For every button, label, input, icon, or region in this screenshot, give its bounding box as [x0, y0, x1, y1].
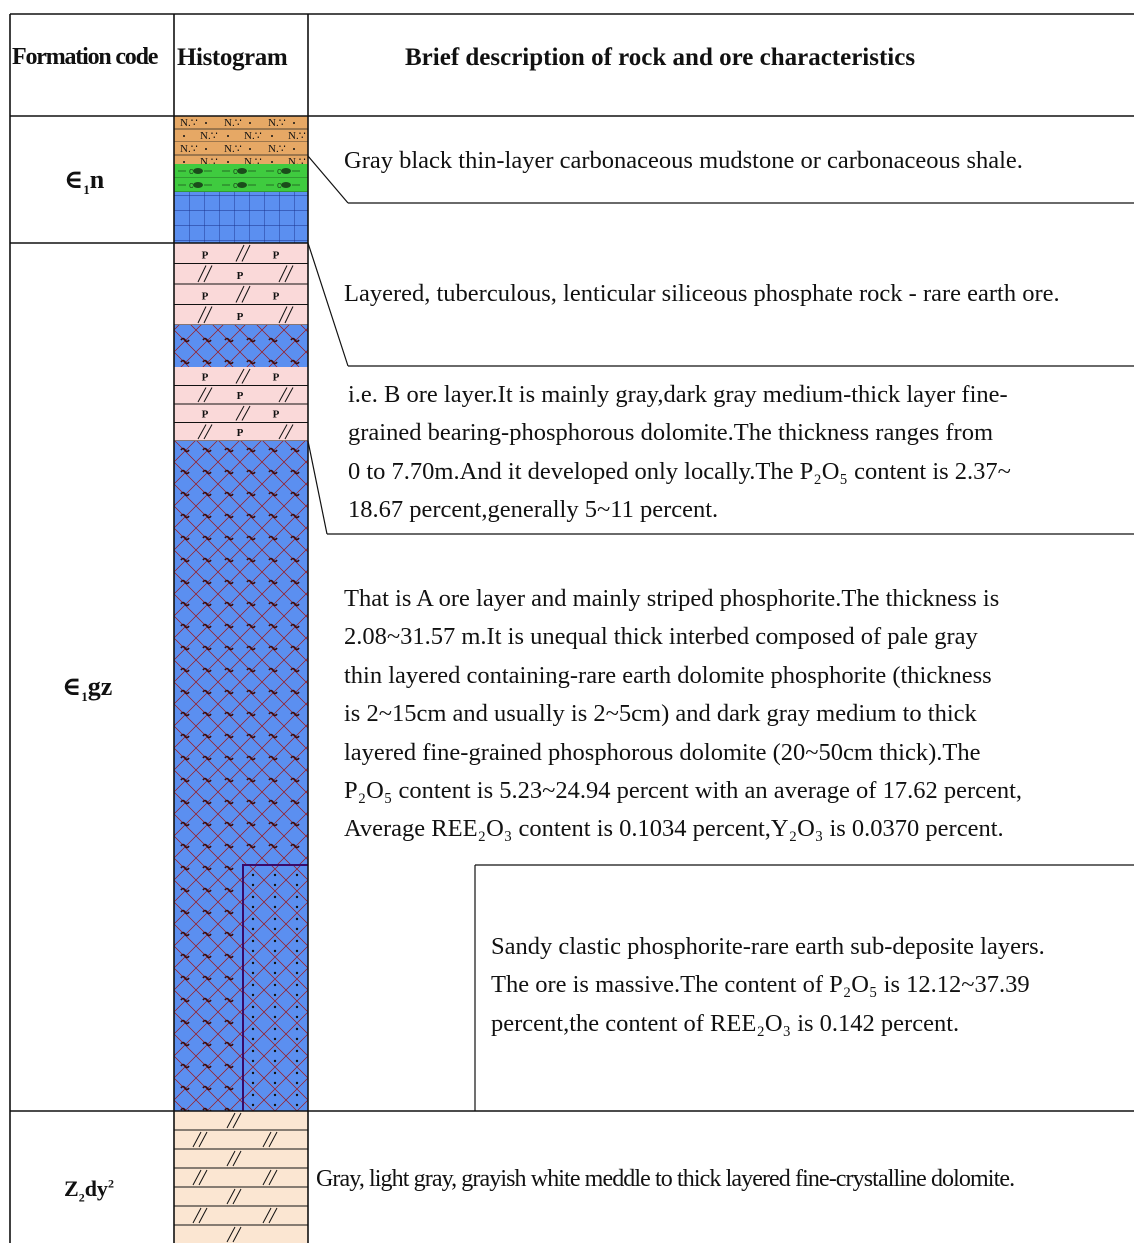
text-line: 2.08~31.57 m.It is unequal thick interbe… — [344, 623, 978, 651]
phosphate-symbol: P — [237, 270, 244, 282]
phosphate-rock-layer-upper: P P P P P P — [174, 243, 308, 326]
dolomite-layer — [174, 325, 308, 367]
formation-code-gezhongwu: ∈1gz — [62, 672, 113, 705]
text-line: is 2~15cm and usually is 2~5cm) and dark… — [344, 700, 977, 728]
header-histogram: Histogram — [177, 44, 288, 71]
text-line: grained bearing-phosphorous dolomite.The… — [348, 419, 994, 447]
header-formation-code: Formation code — [12, 44, 158, 70]
phosphate-symbol: P — [273, 409, 280, 421]
text-line: That is A ore layer and mainly striped p… — [344, 585, 1000, 612]
phosphate-symbol: P — [202, 250, 209, 262]
carbonaceous-mudstone-layer — [174, 164, 308, 192]
table-frame — [9, 13, 1134, 1243]
histogram-column: P P P P P P P P P P P P — [174, 116, 308, 1245]
text-line: layered fine-grained phosphorous dolomit… — [344, 738, 981, 766]
text-line: P₂O₅ content is 5.23~24.94 percent with … — [344, 777, 1023, 805]
text-line: thin layered containing-rare earth dolom… — [344, 661, 992, 689]
text-line: percent,the content of REE₂O₃ is 0.142 p… — [491, 1009, 960, 1037]
description-sandy-clastic: Sandy clastic phosphorite-rare earth sub… — [491, 928, 1045, 1043]
formation-code-niutitang: ∈1n — [64, 165, 105, 198]
phosphate-symbol: P — [202, 291, 209, 303]
formation-code-dengying: Z2dy2 — [64, 1176, 114, 1205]
text-line: Average REE₂O₃ content is 0.1034 percent… — [344, 815, 1004, 843]
phosphate-symbol: P — [237, 390, 244, 402]
dolomite-bed-layer — [174, 1111, 308, 1245]
sandy-clastic-phosphorite-layer — [243, 865, 308, 1111]
phosphate-rock-layer-lower: P P P P P P — [174, 367, 308, 442]
header-description: Brief description of rock and ore charac… — [405, 44, 916, 71]
phosphate-symbol: P — [273, 291, 280, 303]
sandstone-layer — [174, 116, 308, 164]
text-line: 0 to 7.70m.And it developed only locally… — [348, 457, 1011, 485]
phosphate-symbol: P — [202, 372, 209, 384]
description-a-ore-layer: That is A ore layer and mainly striped p… — [344, 580, 1022, 849]
description-mudstone: Gray black thin-layer carbonaceous mudst… — [344, 147, 1023, 174]
description-b-ore-layer: i.e. B ore layer.It is mainly gray,dark … — [348, 376, 1011, 530]
text-line: i.e. B ore layer.It is mainly gray,dark … — [348, 381, 1008, 408]
text-line: 18.67 percent,generally 5~11 percent. — [348, 496, 719, 524]
phosphate-symbol: P — [202, 409, 209, 421]
text-line: Sandy clastic phosphorite-rare earth sub… — [491, 933, 1045, 960]
description-siliceous-phosphate: Layered, tuberculous, lenticular siliceo… — [344, 280, 1060, 307]
phosphate-symbol: P — [237, 427, 244, 439]
text-line: The ore is massive.The content of P₂O₅ i… — [491, 971, 1030, 999]
grid-layer — [174, 192, 308, 244]
phosphate-symbol: P — [273, 250, 280, 262]
phosphate-symbol: P — [273, 372, 280, 384]
description-dolomite: Gray, light gray, grayish white meddle t… — [316, 1166, 1015, 1192]
leader-lines — [307, 155, 1134, 1111]
phosphate-symbol: P — [237, 311, 244, 323]
